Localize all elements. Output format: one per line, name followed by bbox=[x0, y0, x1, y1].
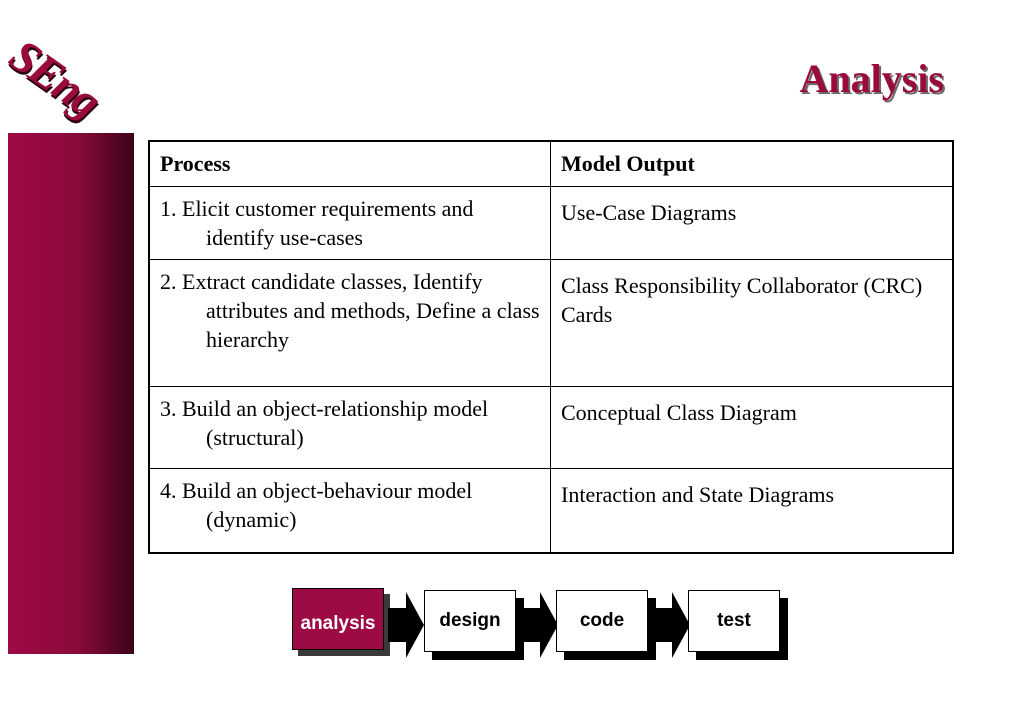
table-row: 3. Build an object-relationship model (s… bbox=[148, 386, 954, 469]
table-header-row: Process Model Output bbox=[148, 140, 954, 187]
process-text: 2. Extract candidate classes, Identify a… bbox=[160, 269, 540, 352]
analysis-table: Process Model Output 1. Elicit customer … bbox=[148, 140, 954, 554]
table-row: 4. Build an object-behaviour model (dyna… bbox=[148, 468, 954, 553]
flow-step-test: test bbox=[688, 590, 780, 652]
flow-arrow-icon bbox=[654, 592, 690, 658]
output-cell: Class Responsibility Collaborator (CRC) … bbox=[550, 259, 954, 387]
process-text: 3. Build an object-relationship model (s… bbox=[160, 396, 489, 450]
output-cell: Conceptual Class Diagram bbox=[550, 386, 954, 469]
header-process: Process bbox=[148, 140, 551, 187]
header-model-output: Model Output bbox=[550, 140, 954, 187]
process-cell: 2. Extract candidate classes, Identify a… bbox=[148, 259, 551, 387]
flow-step-analysis: analysis bbox=[292, 588, 384, 650]
flow-step-code: code bbox=[556, 590, 648, 652]
sidebar-bar bbox=[8, 133, 134, 654]
output-text: Class Responsibility Collaborator (CRC) … bbox=[561, 273, 923, 327]
output-text: Conceptual Class Diagram bbox=[561, 400, 797, 425]
process-cell: 1. Elicit customer requirements and iden… bbox=[148, 186, 551, 260]
table-row: 2. Extract candidate classes, Identify a… bbox=[148, 259, 954, 387]
output-cell: Interaction and State Diagrams bbox=[550, 468, 954, 553]
flow-arrow-icon bbox=[388, 592, 424, 658]
flow-step-design: design bbox=[424, 590, 516, 652]
process-text: 1. Elicit customer requirements and iden… bbox=[160, 196, 474, 250]
table-row: 1. Elicit customer requirements and iden… bbox=[148, 186, 954, 260]
flow-arrow-icon bbox=[522, 592, 558, 658]
process-text: 4. Build an object-behaviour model (dyna… bbox=[160, 478, 473, 532]
process-cell: 3. Build an object-relationship model (s… bbox=[148, 386, 551, 469]
process-cell: 4. Build an object-behaviour model (dyna… bbox=[148, 468, 551, 553]
page-title: Analysis bbox=[799, 56, 945, 101]
output-cell: Use-Case Diagrams bbox=[550, 186, 954, 260]
output-text: Interaction and State Diagrams bbox=[561, 482, 835, 507]
output-text: Use-Case Diagrams bbox=[561, 200, 737, 225]
